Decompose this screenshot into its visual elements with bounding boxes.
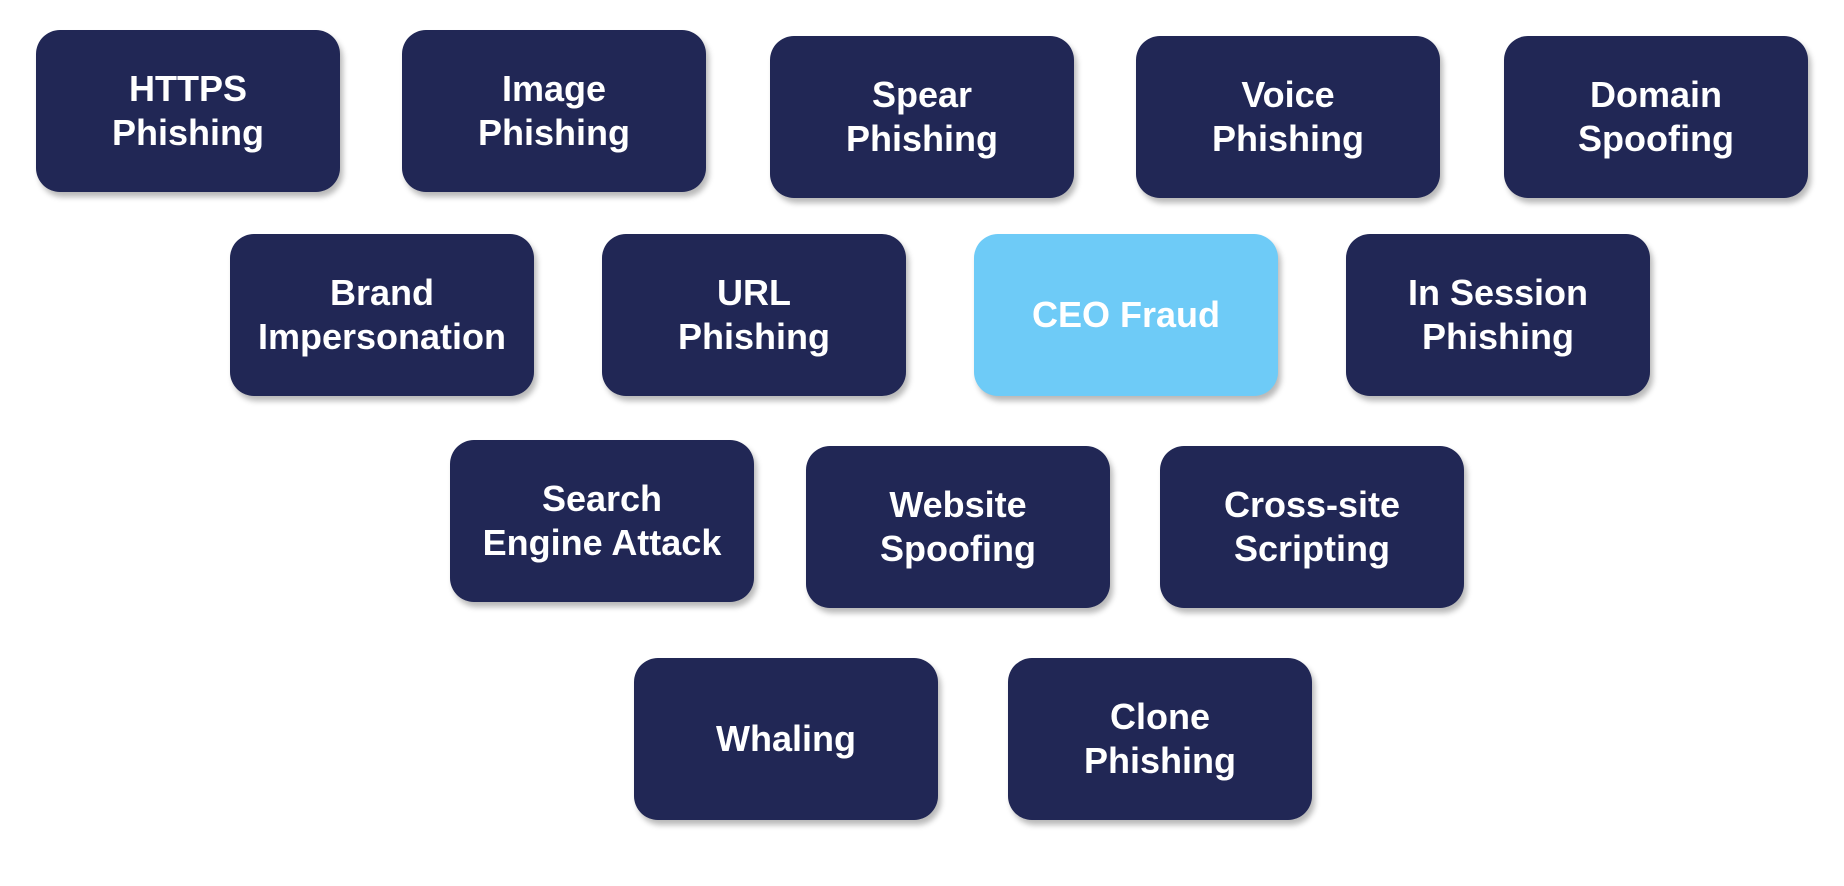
tile-https-phishing[interactable]: HTTPS Phishing	[36, 30, 340, 192]
tile-label-line: Cross-site	[1223, 484, 1401, 525]
tile-label-line: Spoofing	[880, 528, 1036, 569]
tile-label-line: HTTPS	[128, 68, 247, 109]
tile-label-line: Whaling	[716, 718, 856, 759]
tile-label-line: Image	[501, 68, 607, 109]
tile-cross-site-scripting[interactable]: Cross-site Scripting	[1160, 446, 1464, 608]
tile-label-line: CEO Fraud	[1031, 294, 1220, 335]
tile-label-line: Search	[541, 478, 663, 519]
tile-label-line: Phishing	[112, 112, 264, 153]
tile-ceo-fraud[interactable]: CEO Fraud	[974, 234, 1278, 396]
tile-label-line: Phishing	[1084, 740, 1236, 781]
tile-whaling[interactable]: Whaling	[634, 658, 938, 820]
tile-label-line: Spear	[871, 74, 973, 115]
tile-label-line: Brand	[329, 272, 434, 313]
tile-clone-phishing[interactable]: Clone Phishing	[1008, 658, 1312, 820]
tile-label-line: Clone	[1109, 696, 1210, 737]
tile-label-line: Phishing	[1422, 316, 1574, 357]
tile-label-line: URL	[717, 272, 791, 313]
tile-label-line: Engine Attack	[482, 522, 722, 563]
tile-in-session-phishing[interactable]: In Session Phishing	[1346, 234, 1650, 396]
tile-label-line: Website	[889, 484, 1027, 525]
tile-label-line: Spoofing	[1578, 118, 1734, 159]
tile-label-line: Domain	[1589, 74, 1722, 115]
tile-spear-phishing[interactable]: Spear Phishing	[770, 36, 1074, 198]
tile-url-phishing[interactable]: URL Phishing	[602, 234, 906, 396]
tile-label-line: In Session	[1407, 272, 1589, 313]
tile-label-line: Phishing	[1212, 118, 1364, 159]
tile-label-line: Scripting	[1233, 528, 1390, 569]
tile-label-line: Impersonation	[257, 316, 507, 357]
tile-label-line: Voice	[1241, 74, 1335, 115]
tile-image-phishing[interactable]: Image Phishing	[402, 30, 706, 192]
tile-brand-impersonation[interactable]: Brand Impersonation	[230, 234, 534, 396]
tile-domain-spoofing[interactable]: Domain Spoofing	[1504, 36, 1808, 198]
tile-label-line: Phishing	[478, 112, 630, 153]
tile-search-engine-attack[interactable]: Search Engine Attack	[450, 440, 754, 602]
tile-label-line: Phishing	[846, 118, 998, 159]
tile-voice-phishing[interactable]: Voice Phishing	[1136, 36, 1440, 198]
tile-label-line: Phishing	[678, 316, 830, 357]
tile-website-spoofing[interactable]: Website Spoofing	[806, 446, 1110, 608]
